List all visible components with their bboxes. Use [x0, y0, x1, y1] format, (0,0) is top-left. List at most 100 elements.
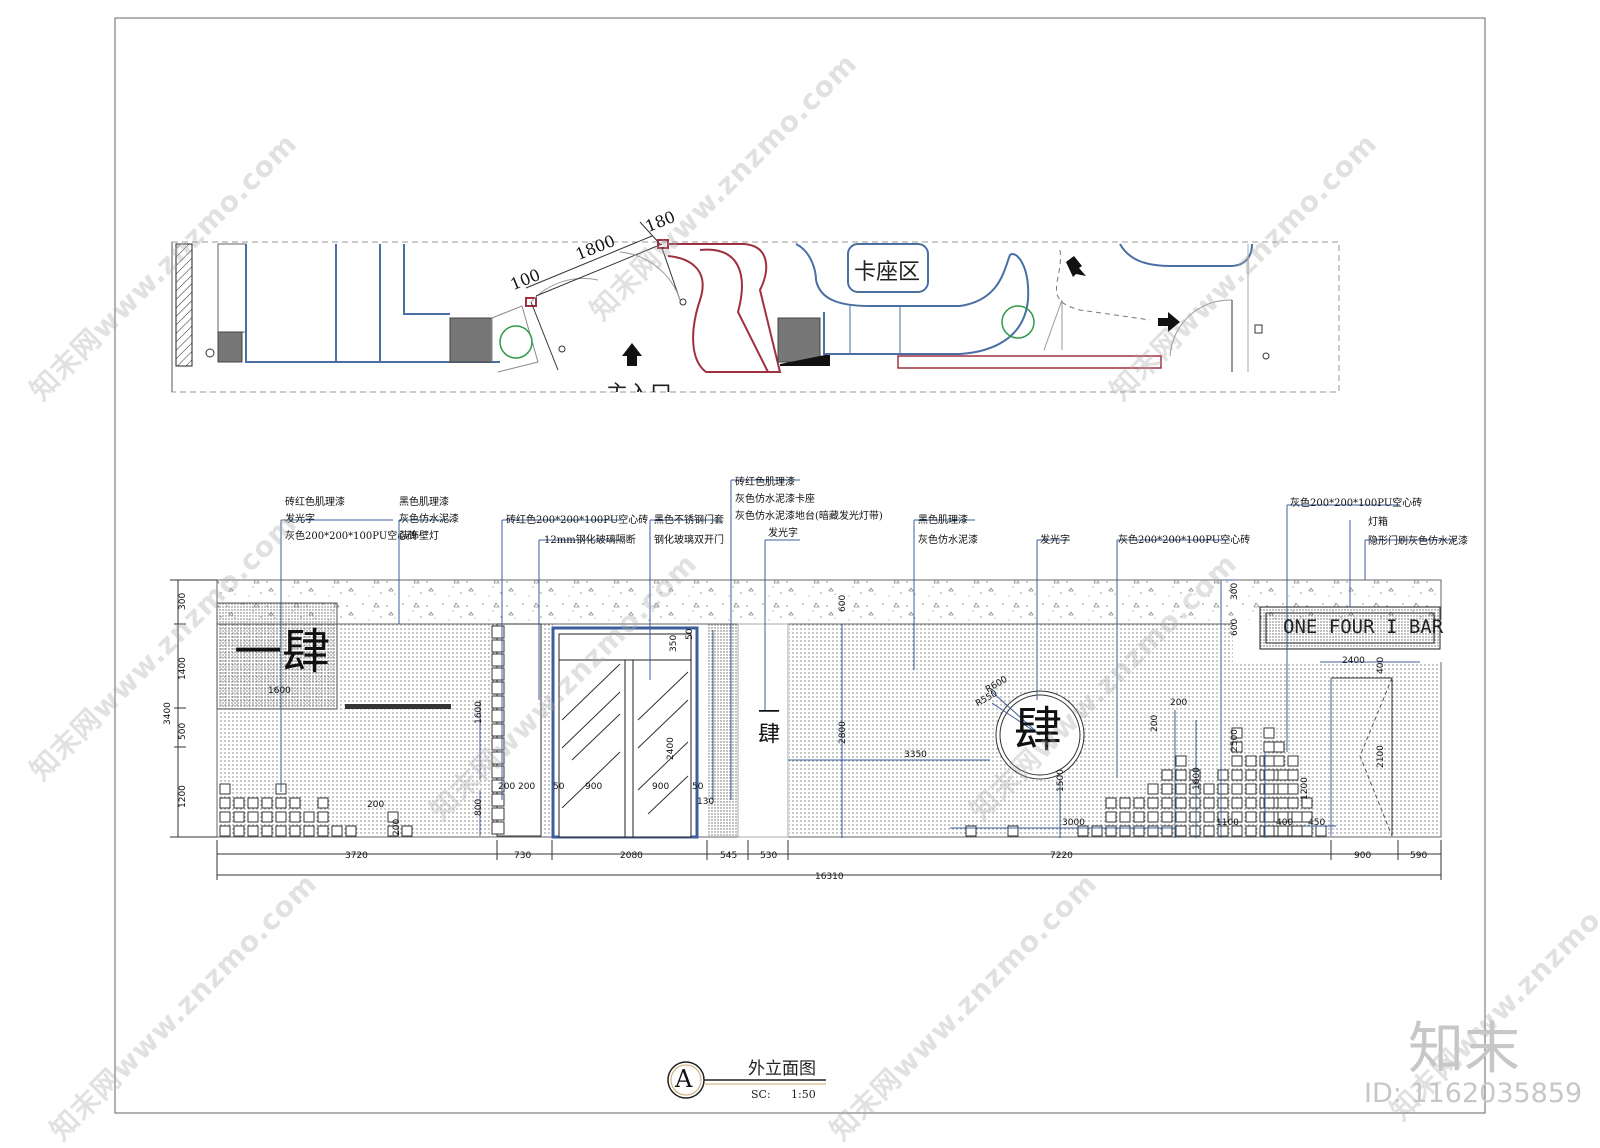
dim-inner: 1100 — [1216, 818, 1239, 828]
brick-cell — [1263, 825, 1275, 837]
left-sign-text: 一肆 — [234, 624, 331, 680]
brick-cell — [219, 797, 231, 809]
brick-cell — [387, 811, 399, 823]
dim-inner: 1500 — [1056, 769, 1066, 792]
brick-cell — [1189, 797, 1201, 809]
brick-cell — [289, 797, 301, 809]
elevation-drawing — [216, 579, 1443, 839]
plan-wall-hatch — [175, 243, 193, 367]
dim-inner: 200 — [367, 800, 385, 810]
brick-cell — [233, 811, 245, 823]
callout-note: 灰色200*200*100PU空心砖 — [1290, 498, 1423, 509]
drawing-title: 外立面图 — [748, 1059, 816, 1079]
entrance-label: 主入口 — [606, 376, 672, 392]
brick-cell — [1273, 741, 1285, 753]
brick-cell — [1189, 783, 1201, 795]
scale-label: SC: — [751, 1088, 771, 1101]
dim-3720: 3720 — [345, 851, 368, 861]
brick-cell — [491, 639, 505, 653]
brick-cell — [1105, 811, 1117, 823]
brick-cell — [1273, 755, 1285, 767]
dim-inner: 300 — [1230, 582, 1240, 600]
brick-cell — [1161, 769, 1173, 781]
brick-cell — [1203, 811, 1215, 823]
brick-cell — [1263, 755, 1275, 767]
plant-icon — [499, 325, 533, 359]
callout-note: 砖红色肌理漆 — [735, 477, 795, 488]
dim-590: 590 — [1410, 851, 1428, 861]
brick-cell — [1245, 797, 1257, 809]
brick-cell — [261, 811, 273, 823]
brick-cell — [491, 625, 505, 639]
brick-cell — [1091, 825, 1103, 837]
seating-area-label: 卡座区 — [854, 260, 921, 285]
brick-cell — [1217, 783, 1229, 795]
callout-group-4: 黑色不锈钢门套 钢化玻璃双开门 — [654, 511, 724, 551]
seating-label-box — [847, 243, 929, 293]
brick-cell — [1301, 797, 1313, 809]
callout-group-8: 灰色200*200*100PU空心砖 — [1118, 531, 1250, 546]
brick-cell — [1263, 797, 1275, 809]
dim-inner: 200 200 — [498, 782, 536, 792]
callout-group-6: 黑色肌理漆 灰色仿水泥漆 — [918, 511, 978, 551]
brick-cell — [1133, 811, 1145, 823]
round-sign-text: 肆 — [1014, 702, 1063, 758]
brick-cell — [317, 825, 329, 837]
dim-inner: 1600 — [474, 701, 484, 724]
callout-note: 灯箱 — [1368, 517, 1388, 528]
brick-cell — [247, 797, 259, 809]
brick-cell — [1263, 783, 1275, 795]
dim-inner: 3350 — [904, 750, 927, 760]
brick-cell — [1217, 797, 1229, 809]
brick-cell — [275, 797, 287, 809]
brick-grids — [219, 625, 1327, 837]
dimension-chain — [170, 579, 1442, 880]
brick-cell — [491, 779, 505, 793]
dim-inner: 130 — [697, 797, 715, 807]
brick-cell — [1231, 727, 1243, 739]
brick-cell — [1161, 797, 1173, 809]
brick-cell — [289, 811, 301, 823]
brick-cell — [331, 825, 343, 837]
brick-cell — [1245, 769, 1257, 781]
callout-note: 黑色肌理漆 — [399, 497, 449, 508]
brick-cell — [317, 811, 329, 823]
brick-cell — [1277, 811, 1289, 823]
brick-cell — [1203, 825, 1215, 837]
brick-cell — [1175, 755, 1187, 767]
brick-cell — [1161, 783, 1173, 795]
callout-note: 发光字 — [768, 528, 798, 539]
brick-cell — [1291, 825, 1303, 837]
brick-cell — [491, 709, 505, 723]
brick-cell — [303, 811, 315, 823]
brick-cell — [1277, 769, 1289, 781]
brick-cell — [491, 821, 505, 835]
callout-note: 隐形门刷灰色仿水泥漆 — [1368, 536, 1468, 547]
brick-cell — [1231, 825, 1243, 837]
brick-cell — [1133, 825, 1145, 837]
callout-note: 砖红色肌理漆 — [285, 497, 345, 508]
dim-inner: 350 — [669, 634, 679, 652]
dim-inner: 200 — [392, 818, 402, 836]
dim-inner: 50 — [553, 782, 565, 792]
brick-cell — [491, 793, 505, 807]
brick-cell — [1189, 811, 1201, 823]
brick-cell — [1147, 783, 1159, 795]
dim-inner: 2100 — [1376, 745, 1386, 768]
brick-cell — [1287, 755, 1299, 767]
callout-group-2: 黑色肌理漆 灰色仿水泥漆 装饰壁灯 — [399, 494, 459, 545]
brick-cell — [233, 797, 245, 809]
brick-cell — [387, 825, 399, 837]
leader-lines — [280, 479, 1456, 838]
middle-sign-text: 一肆 — [754, 700, 779, 744]
brick-cell — [219, 825, 231, 837]
brick-cell — [1007, 825, 1019, 837]
dim-inner: 1200 — [1300, 777, 1310, 800]
brick-cell — [289, 825, 301, 837]
brick-cell — [1189, 769, 1201, 781]
vdim-500: 500 — [178, 722, 188, 740]
dim-545: 545 — [720, 851, 738, 861]
dim-inner: 1600 — [268, 686, 291, 696]
